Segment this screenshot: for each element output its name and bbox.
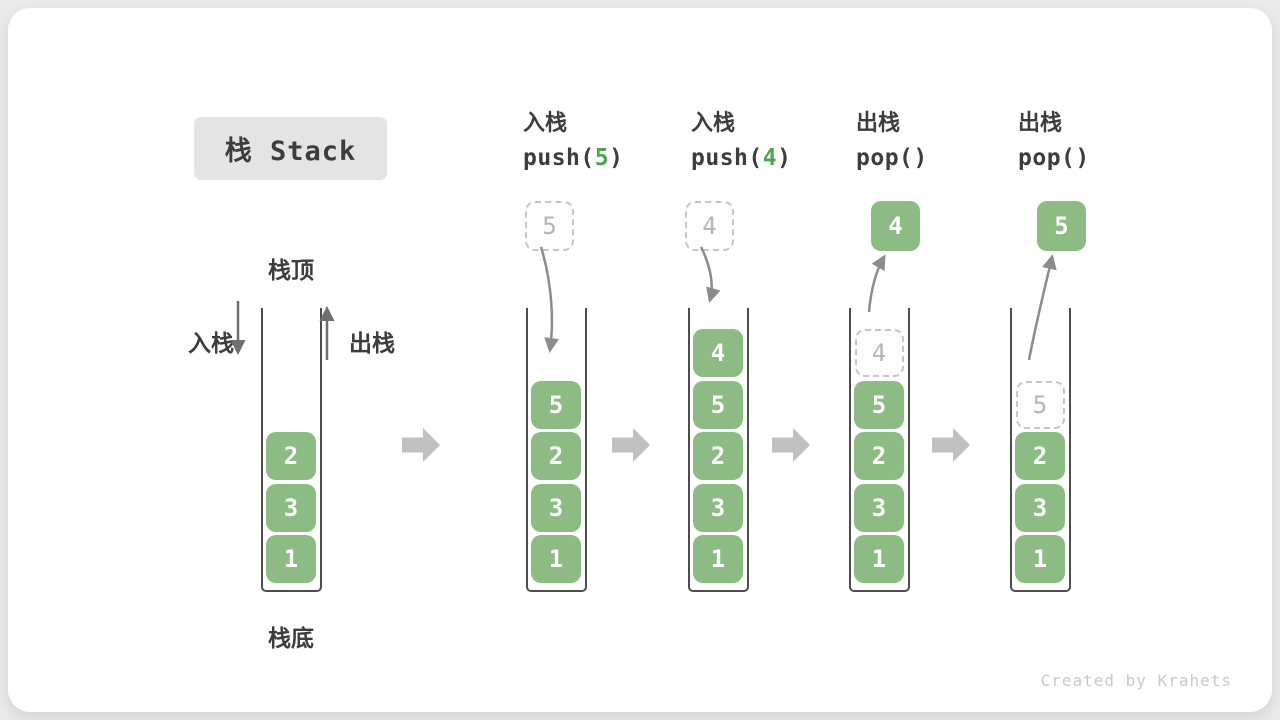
stack-item: 1 (854, 535, 904, 583)
operation-code-label: pop() (1018, 143, 1090, 173)
popped-item-badge: 4 (871, 201, 920, 251)
stack-item: 4 (693, 329, 743, 377)
stack-item: 1 (1015, 535, 1065, 583)
ghost-item: 5 (1015, 380, 1065, 429)
page-title: 栈 Stack (224, 136, 357, 167)
code-argument: 4 (762, 145, 778, 171)
stack-item: 1 (693, 535, 743, 583)
operation-code-label: push(4) (691, 143, 791, 173)
incoming-item-ghost: 4 (685, 201, 734, 251)
incoming-item-ghost: 5 (525, 201, 574, 251)
stack-item: 3 (854, 483, 904, 532)
stack-item: 2 (693, 432, 743, 480)
stack-container-initial-state (260, 308, 322, 592)
code-argument: 5 (594, 145, 610, 171)
stack-container-pop-4 (848, 308, 910, 592)
stack-item: 2 (854, 432, 904, 480)
stack-top-label: 栈顶 (268, 258, 314, 284)
title-box: 栈 Stack (194, 117, 387, 180)
popped-item-badge: 5 (1037, 201, 1086, 251)
operation-header-push-5: 入栈 push(5) (523, 110, 623, 173)
operation-code-label: pop() (856, 143, 928, 173)
stack-item: 2 (1015, 432, 1065, 480)
push-side-label: 入栈 (188, 331, 234, 357)
stack-item: 2 (266, 432, 316, 480)
watermark: Created by Krahets (1040, 671, 1232, 690)
stack-item: 5 (531, 380, 581, 429)
code-text: ) (777, 145, 792, 171)
code-text: pop() (1018, 145, 1090, 171)
stack-bottom-label: 栈底 (268, 626, 314, 652)
code-text: push( (691, 145, 763, 171)
ghost-item: 4 (854, 329, 904, 377)
stack-item: 1 (266, 535, 316, 583)
code-text: push( (523, 145, 595, 171)
stack-container-pop-5 (1009, 308, 1071, 592)
operation-header-pop-5: 出栈 pop() (1018, 110, 1090, 173)
operation-code-label: push(5) (523, 143, 623, 173)
stack-item: 3 (693, 483, 743, 532)
stack-item: 2 (531, 432, 581, 480)
stack-item: 5 (854, 380, 904, 429)
operation-name-label: 入栈 (523, 111, 568, 136)
stack-item: 5 (693, 380, 743, 429)
code-text: pop() (856, 145, 928, 171)
stack-container-push-5 (525, 308, 587, 592)
stack-item: 3 (531, 483, 581, 532)
operation-name-label: 出栈 (1018, 111, 1063, 136)
operation-name-label: 入栈 (691, 111, 736, 136)
stack-container-push-4 (687, 308, 749, 592)
operation-header-pop-4: 出栈 pop() (856, 110, 928, 173)
pop-side-label: 出栈 (349, 331, 395, 357)
stack-item: 3 (266, 483, 316, 532)
stack-item: 3 (1015, 483, 1065, 532)
operation-name-label: 出栈 (856, 111, 901, 136)
stack-item: 1 (531, 535, 581, 583)
operation-header-push-4: 入栈 push(4) (691, 110, 791, 173)
code-text: ) (609, 145, 624, 171)
